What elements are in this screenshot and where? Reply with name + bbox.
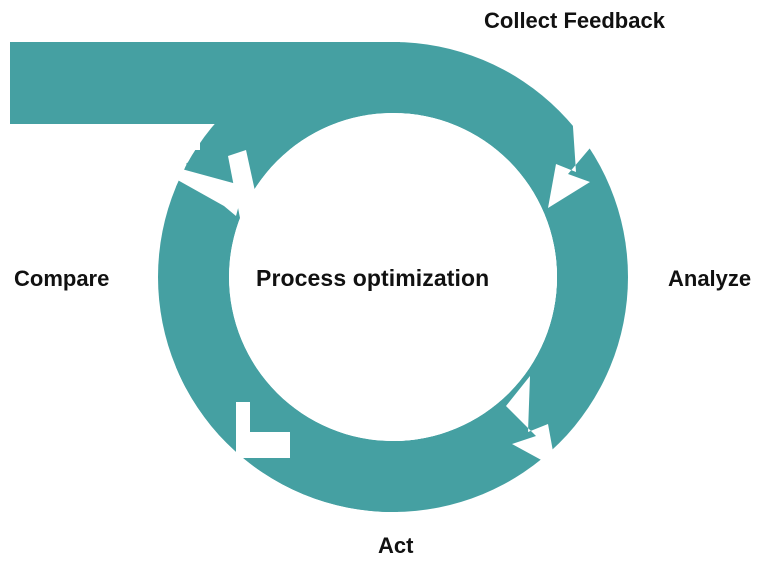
- compare-arrowhead-top: [186, 124, 236, 196]
- arrowhead-gap-top: [174, 168, 244, 216]
- left-lower-trim: [0, 124, 176, 569]
- stage-label-act: Act: [378, 533, 414, 558]
- cycle-hub-top: [229, 113, 557, 441]
- stage-label-collect-feedback: Collect Feedback: [484, 8, 665, 33]
- stage-label-compare: Compare: [14, 266, 110, 291]
- stage-label-analyze: Analyze: [668, 266, 752, 291]
- right-trim: [629, 0, 768, 569]
- center-title: Process optimization: [256, 265, 490, 291]
- inflow-bar-joint: [200, 42, 400, 124]
